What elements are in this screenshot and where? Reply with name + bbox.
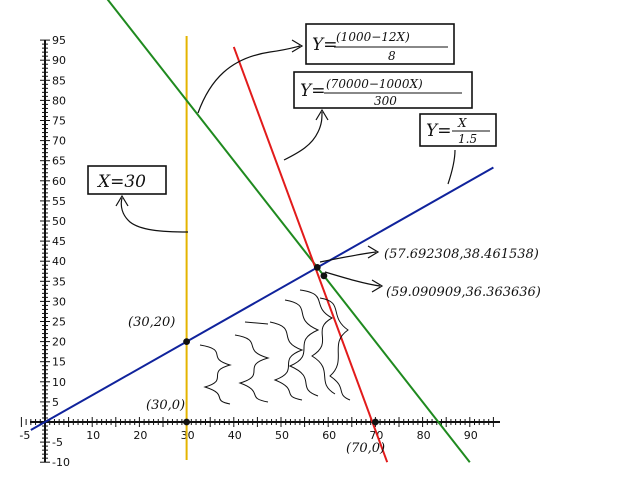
y-tick-label: 40 xyxy=(52,255,66,268)
point-label-30-0: (30,0) xyxy=(146,398,185,413)
y-ticks: -10 -5 5 10 15 20 25 30 35 40 45 50 55 60 65 70 75 80 85 90… xyxy=(40,34,70,469)
y-tick-label: 80 xyxy=(52,94,66,107)
x-tick-label: 20 xyxy=(133,429,147,442)
red-eq-numerator: (70000−1000X) xyxy=(326,77,423,91)
vertex-point-1 xyxy=(183,418,191,426)
x-tick-label: -5 xyxy=(19,429,30,442)
y-tick-label: 90 xyxy=(52,54,66,67)
x-tick-label: 50 xyxy=(275,429,289,442)
point-label-30-20: (30,20) xyxy=(128,315,175,330)
annotation-green-line: Y= (1000−12X) 8 xyxy=(197,23,455,114)
blue-eq-prefix: Y= xyxy=(426,121,451,141)
y-tick-label: 85 xyxy=(52,74,66,87)
series-lines xyxy=(30,0,494,463)
y-tick-label: 60 xyxy=(52,175,66,188)
y-tick-label: 70 xyxy=(52,135,66,148)
red-eq-denominator: 300 xyxy=(374,94,397,108)
y-tick-label: -5 xyxy=(52,436,63,449)
axes xyxy=(30,40,500,462)
annotation-blue-line: Y= X 1.5 xyxy=(419,113,497,185)
y-tick-label: 20 xyxy=(52,336,66,349)
x-tick-label: 40 xyxy=(228,429,242,442)
feasible-region-shading xyxy=(199,289,351,405)
vertex-point-3 xyxy=(313,263,321,271)
y-tick-label: 30 xyxy=(52,295,66,308)
x-tick-label: 60 xyxy=(322,429,336,442)
vertex-point-4 xyxy=(320,272,328,280)
x-tick-label: 10 xyxy=(86,429,100,442)
y-tick-label: 75 xyxy=(52,115,66,128)
point-label-intersection-2: (59.090909,36.363636) xyxy=(386,285,541,300)
y-tick-label: -10 xyxy=(52,456,70,469)
point-leaders xyxy=(319,245,384,293)
annotation-x-30-text: X=30 xyxy=(96,172,146,192)
y-tick-label: 65 xyxy=(52,155,66,168)
y-tick-label: 50 xyxy=(52,215,66,228)
blue-eq-numerator: X xyxy=(457,116,467,130)
red-eq-prefix: Y= xyxy=(300,81,325,101)
green-eq-prefix: Y= xyxy=(312,35,337,55)
blue-eq-denominator: 1.5 xyxy=(458,132,477,146)
y-tick-label: 95 xyxy=(52,34,66,47)
y-tick-label: 25 xyxy=(52,316,66,329)
x-tick-label: 80 xyxy=(417,429,431,442)
y-tick-label: 5 xyxy=(52,396,59,409)
green-eq-numerator: (1000−12X) xyxy=(336,30,410,44)
vertex-point-0 xyxy=(183,338,191,345)
x-ticks: -5102030405060708090 xyxy=(19,417,494,442)
y-tick-label: 45 xyxy=(52,235,66,248)
line-blue-constraint xyxy=(30,166,494,431)
y-tick-label: 15 xyxy=(52,356,66,369)
point-label-intersection-1: (57.692308,38.461538) xyxy=(384,247,539,262)
annotation-x-30: X=30 xyxy=(87,165,189,233)
vertex-point-2 xyxy=(372,418,379,426)
point-label-70-0: (70,0) xyxy=(346,441,385,456)
y-tick-label: 55 xyxy=(52,195,66,208)
line-green-constraint xyxy=(106,0,471,463)
line-red-constraint xyxy=(232,46,389,463)
green-eq-denominator: 8 xyxy=(388,49,396,63)
points xyxy=(183,263,379,426)
y-tick-label: 10 xyxy=(52,376,66,389)
x-tick-label: 90 xyxy=(464,429,478,442)
y-tick-label: 35 xyxy=(52,275,66,288)
annotation-red-line: Y= (70000−1000X) 300 xyxy=(283,71,473,161)
